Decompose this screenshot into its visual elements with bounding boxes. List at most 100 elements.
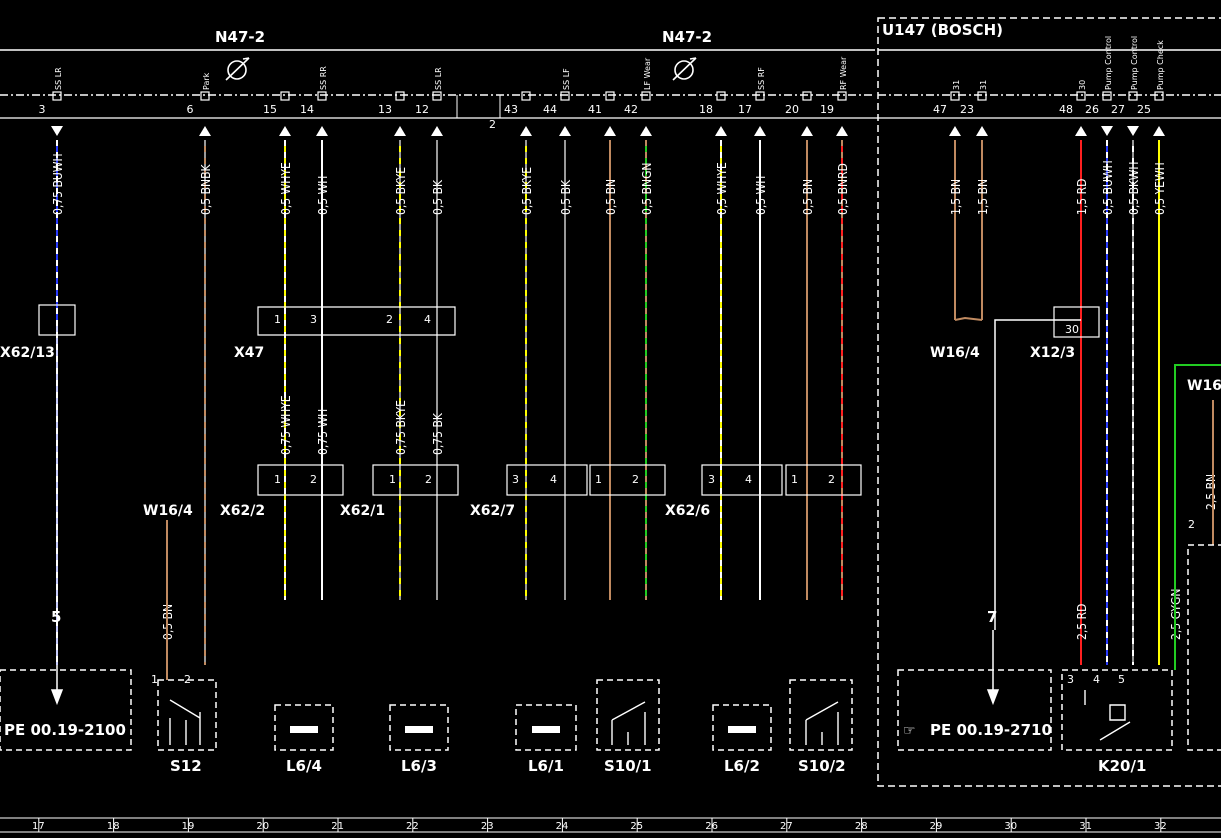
terminal-number: 4 (550, 473, 557, 486)
pin-terminal (521, 91, 531, 101)
ruler-cell-label: 22 (406, 821, 419, 832)
component-s10-1 (596, 679, 660, 751)
component-l6-1 (515, 704, 577, 751)
label-x62-2: X62/2 (220, 503, 265, 519)
pin-terminal (950, 91, 960, 101)
pin-number: 25 (1137, 103, 1151, 116)
pin-signal: RF Wear (839, 56, 848, 90)
wire-label: 0,75 WH (316, 409, 330, 455)
pin-number: 20 (785, 103, 799, 116)
pin-number: 13 (378, 103, 392, 116)
pin-signal: SS LR (54, 67, 63, 90)
pin-terminal (977, 91, 987, 101)
pin-number: 6 (187, 103, 194, 116)
pin-terminal (52, 91, 62, 101)
pin-signal: Pump Control (1130, 36, 1139, 90)
pin-3: 3SS LR (39, 67, 63, 136)
sensor-icon (225, 57, 250, 81)
arrow-up-icon (949, 126, 961, 136)
pin-signal: 30 (1078, 80, 1087, 90)
pin-number: 42 (624, 103, 638, 116)
pin-number: 27 (1111, 103, 1125, 116)
ruler-cell-label: 17 (32, 821, 45, 832)
ref-box-right (897, 669, 1052, 751)
wire-label: 0,5 BNGN (640, 162, 654, 215)
terminal-number: 2 (184, 673, 191, 686)
wire-label: 0,5 BNRD (836, 163, 850, 215)
component-l6-4 (274, 704, 334, 751)
arrow-down-icon (50, 689, 64, 706)
terminal-number: 2 (310, 473, 317, 486)
arrow-up-icon (520, 126, 532, 136)
connector-x62-1 (372, 464, 459, 496)
pin-number: 17 (738, 103, 752, 116)
pin-terminal (641, 91, 651, 101)
terminal-number: 3 (512, 473, 519, 486)
terminal-number: 30 (1065, 323, 1079, 336)
label-x62-7: X62/7 (470, 503, 515, 519)
pin-terminal (1102, 91, 1112, 101)
pin-number: 26 (1085, 103, 1099, 116)
arrow-down-icon (1101, 126, 1113, 136)
ruler-cell-label: 25 (630, 821, 643, 832)
terminal-number: 4 (424, 313, 431, 326)
module-bus (0, 17, 1221, 787)
relay-icon (1084, 690, 1131, 741)
pin-terminal (1154, 91, 1164, 101)
module-label-n47-right: N47-2 (662, 28, 712, 46)
wire-label: 0,5 BNBK (199, 164, 213, 215)
terminal-number: 1 (389, 473, 396, 486)
switch-icon (805, 701, 839, 745)
wire-label: 0,5 YEWH (1153, 162, 1167, 215)
ruler-cell-label: 31 (1079, 821, 1092, 832)
ruler-cell-label: 28 (855, 821, 868, 832)
wire-label: 0,75 BUWH (51, 153, 65, 215)
pin-terminal (802, 91, 812, 101)
module-label-u147: U147 (BOSCH) (882, 21, 1003, 39)
coil-icon (290, 726, 318, 733)
label-w16-right: W16 (1187, 378, 1221, 394)
arrow-up-icon (394, 126, 406, 136)
terminal-number: 2 (1188, 518, 1195, 531)
pin-terminal (837, 91, 847, 101)
component-k20-1 (1061, 669, 1173, 751)
component-s12 (157, 679, 217, 751)
connector-x62-2 (257, 464, 344, 496)
pin-signal: 31 (979, 80, 988, 90)
arrow-up-icon (976, 126, 988, 136)
pin-number: 15 (263, 103, 277, 116)
terminal-number: 4 (745, 473, 752, 486)
terminal-number: 2 (828, 473, 835, 486)
ref-text-left[interactable]: PE 00.19-2100 (4, 721, 126, 739)
label-w16-4-left: W16/4 (143, 503, 193, 519)
coil-icon (728, 726, 756, 733)
ref-arrow-number-right: 7 (987, 608, 997, 626)
wire-label: 0,5 BUWH (1101, 160, 1115, 215)
component-l6-3 (389, 704, 449, 751)
pin-terminal (317, 91, 327, 101)
terminal-number: 3 (708, 473, 715, 486)
label-l6-3: L6/3 (401, 757, 437, 775)
ruler-cell-label: 21 (331, 821, 344, 832)
hand-pointer-icon: ☞ (903, 723, 916, 739)
arrow-down-icon (51, 126, 63, 136)
ruler-cell-label: 32 (1154, 821, 1167, 832)
arrow-up-icon (559, 126, 571, 136)
arrow-up-icon (279, 126, 291, 136)
pin-terminal (716, 91, 726, 101)
label-l6-2: L6/2 (724, 757, 760, 775)
pin-terminal (605, 91, 615, 101)
wire-label: 0,5 BN (801, 179, 815, 215)
wire-label: 0,75 BK (431, 412, 445, 455)
wire-label: 1,5 RD (1075, 179, 1089, 215)
component-s10-2 (789, 679, 853, 751)
coil-icon (532, 726, 560, 733)
ref-text-right[interactable]: PE 00.19-2710 (930, 721, 1052, 739)
arrow-up-icon (431, 126, 443, 136)
